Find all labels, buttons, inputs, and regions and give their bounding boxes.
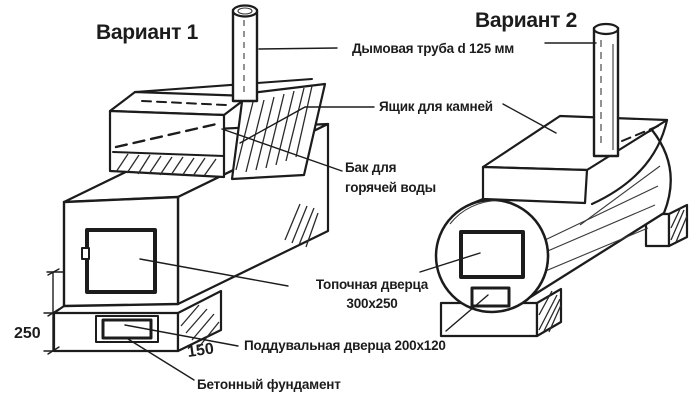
leader-lines	[124, 42, 597, 381]
v1-firebox-door	[85, 228, 157, 294]
v2-chimney-pipe	[592, 22, 620, 158]
leader-stonebox-left	[239, 106, 375, 144]
water-tank-label-line2: горячей воды	[345, 180, 436, 195]
v1-foundation-hatch	[180, 304, 220, 348]
v1-tank-front-face	[108, 109, 226, 179]
v1-stone-box-face	[230, 82, 327, 181]
v1-tank-base-hatch	[115, 153, 217, 177]
variant1-title: Вариант 1	[96, 21, 199, 44]
v2-chimney-rim	[592, 22, 620, 36]
v2-firebox-door	[459, 230, 525, 279]
v1-ash-door	[101, 318, 153, 340]
v2-left-support	[439, 287, 563, 338]
leader-firebox-left	[139, 258, 289, 287]
v1-tank-hidden-line-top	[141, 100, 227, 106]
v2-box-front-face	[481, 165, 589, 205]
v1-stone-box-hatch	[235, 85, 313, 173]
v1-chimney-pipe	[231, 4, 259, 103]
v2-stone-box	[481, 114, 669, 206]
v1-dimension-250	[43, 268, 65, 355]
v1-box-rear-edge	[134, 78, 313, 93]
v2-right-support-hatch	[670, 206, 688, 243]
v1-foundation	[52, 289, 223, 353]
foundation-label: Бетонный фундамент	[197, 377, 341, 392]
v2-left-support-hatch	[538, 290, 562, 333]
variant2-drawing	[434, 22, 689, 338]
variant2-title: Вариант 2	[475, 9, 577, 32]
v1-door-hinge	[81, 247, 90, 260]
leader-foundation	[127, 338, 195, 381]
firebox-door-label-line2: 300х250	[346, 296, 397, 311]
v1-tank-band-edge	[112, 151, 225, 157]
dimension-250: 250	[14, 325, 41, 342]
v1-tank-hidden-line	[114, 121, 223, 149]
leader-ashdoor-right	[445, 294, 489, 332]
v1-chimney-rim-inner	[237, 7, 253, 15]
leader-ashdoor-left	[124, 324, 239, 347]
water-tank-label-line1: Бак для	[345, 160, 396, 175]
v2-box-hidden-line	[621, 123, 664, 142]
leader-firebox-right	[419, 252, 481, 273]
firebox-door-label-line1: Топочная дверца	[316, 277, 429, 292]
stone-box-label: Ящик для камней	[379, 99, 493, 114]
v1-foundation-right	[176, 289, 223, 353]
leader-watertank	[221, 128, 343, 172]
chimney-pipe-label: Дымовая труба d 125 мм	[352, 41, 514, 56]
v1-chimney-body	[231, 8, 259, 103]
v1-chimney-rim	[231, 4, 259, 18]
leader-chimney-left	[258, 47, 338, 50]
dimension-150: 150	[186, 340, 215, 361]
v1-stone-box-section	[134, 78, 327, 181]
leader-stonebox-right	[502, 103, 557, 134]
ash-door-label: Поддувальная дверца 200х120	[244, 338, 446, 353]
variant1-drawing	[43, 4, 330, 355]
v2-chimney-body	[592, 26, 620, 158]
v1-body-section-hatch	[284, 203, 319, 248]
v1-water-tank	[108, 90, 251, 179]
v2-box-cut-curve	[590, 118, 669, 206]
